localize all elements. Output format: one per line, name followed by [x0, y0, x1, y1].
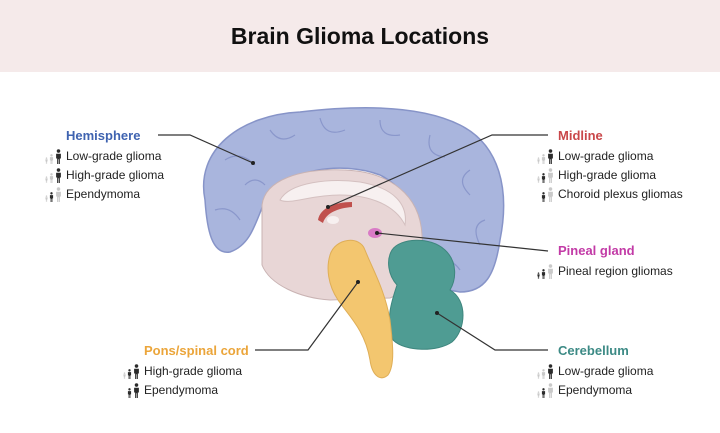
child-icon: [49, 172, 54, 183]
infant-icon: [537, 156, 540, 164]
child-icon: [49, 153, 54, 164]
child-icon: [541, 191, 546, 202]
tumor-row: Choroid plexus gliomas: [520, 184, 683, 203]
page-title: Brain Glioma Locations: [230, 22, 490, 49]
midline-marker: [326, 205, 330, 209]
tumor-row: Low-grade glioma: [520, 146, 683, 165]
adult-icon: [56, 148, 61, 164]
tumor-type: High-grade glioma: [558, 167, 657, 182]
tumor-type: Low-grade glioma: [558, 148, 654, 163]
tumor-row: Ependymoma: [106, 380, 249, 399]
infant-icon: [537, 371, 540, 379]
infant-icon: [537, 390, 540, 398]
adult-icon: [134, 363, 139, 379]
tumor-row: Pineal region gliomas: [520, 261, 673, 280]
tumor-type: High-grade glioma: [144, 363, 243, 378]
infant-icon: [45, 156, 48, 164]
tumor-row: High-grade glioma: [28, 165, 164, 184]
infant-icon: [537, 271, 540, 279]
age-icons: [520, 363, 554, 379]
adult-icon: [548, 186, 553, 202]
tumor-type: Choroid plexus gliomas: [558, 186, 683, 201]
age-icons: [520, 382, 554, 398]
child-icon: [541, 172, 546, 183]
thalamus-spot: [327, 216, 339, 224]
adult-icon: [134, 382, 139, 398]
hemisphere-label: Hemisphere: [66, 128, 141, 143]
corpus-callosum: [279, 180, 406, 227]
child-icon: [49, 191, 54, 202]
adult-icon: [548, 363, 553, 379]
age-icons: [106, 382, 140, 398]
tumor-type: Ependymoma: [66, 186, 141, 201]
age-icons: [106, 363, 140, 379]
tumor-row: High-grade glioma: [520, 165, 683, 184]
pons-marker: [356, 280, 360, 284]
infant-icon: [537, 175, 540, 183]
tumor-row: Ependymoma: [28, 184, 164, 203]
adult-icon: [548, 167, 553, 183]
child-icon: [541, 387, 546, 398]
age-icons: [28, 186, 62, 202]
age-icons: [28, 167, 62, 183]
pineal-label: Pineal gland: [558, 243, 635, 258]
age-icons: [520, 167, 554, 183]
tumor-row: Low-grade glioma: [520, 361, 653, 380]
adult-icon: [548, 148, 553, 164]
fornix: [318, 202, 352, 223]
cerebellum-marker: [435, 311, 439, 315]
pons-label: Pons/spinal cord: [144, 343, 249, 358]
midline-label: Midline: [558, 128, 603, 143]
cerebellum-label: Cerebellum: [558, 343, 629, 358]
brainstem: [327, 240, 394, 379]
pineal-marker: [375, 231, 379, 235]
adult-icon: [548, 382, 553, 398]
age-icons: [520, 148, 554, 164]
hemisphere-marker: [251, 161, 255, 165]
child-icon: [127, 387, 132, 398]
child-icon: [541, 268, 546, 279]
adult-icon: [56, 167, 61, 183]
tumor-type: Low-grade glioma: [66, 148, 162, 163]
age-icons: [520, 186, 554, 202]
leader-lines: [158, 134, 549, 351]
tumor-type: Pineal region gliomas: [558, 263, 673, 278]
tumor-type: Low-grade glioma: [558, 363, 654, 378]
tumor-row: Ependymoma: [520, 380, 653, 399]
tumor-type: High-grade glioma: [66, 167, 165, 182]
tumor-type: Ependymoma: [558, 382, 633, 397]
adult-icon: [548, 263, 553, 279]
age-icons: [520, 263, 554, 279]
tumor-type: Ependymoma: [144, 382, 219, 397]
adult-icon: [56, 186, 61, 202]
infant-icon: [45, 175, 48, 183]
child-icon: [541, 153, 546, 164]
tumor-row: High-grade glioma: [106, 361, 249, 380]
infant-icon: [45, 194, 48, 202]
child-icon: [127, 368, 132, 379]
child-icon: [541, 368, 546, 379]
infant-icon: [123, 371, 126, 379]
age-icons: [28, 148, 62, 164]
tumor-row: Low-grade glioma: [28, 146, 164, 165]
cerebellum: [388, 239, 464, 350]
title-banner: Brain Glioma Locations: [0, 0, 720, 72]
